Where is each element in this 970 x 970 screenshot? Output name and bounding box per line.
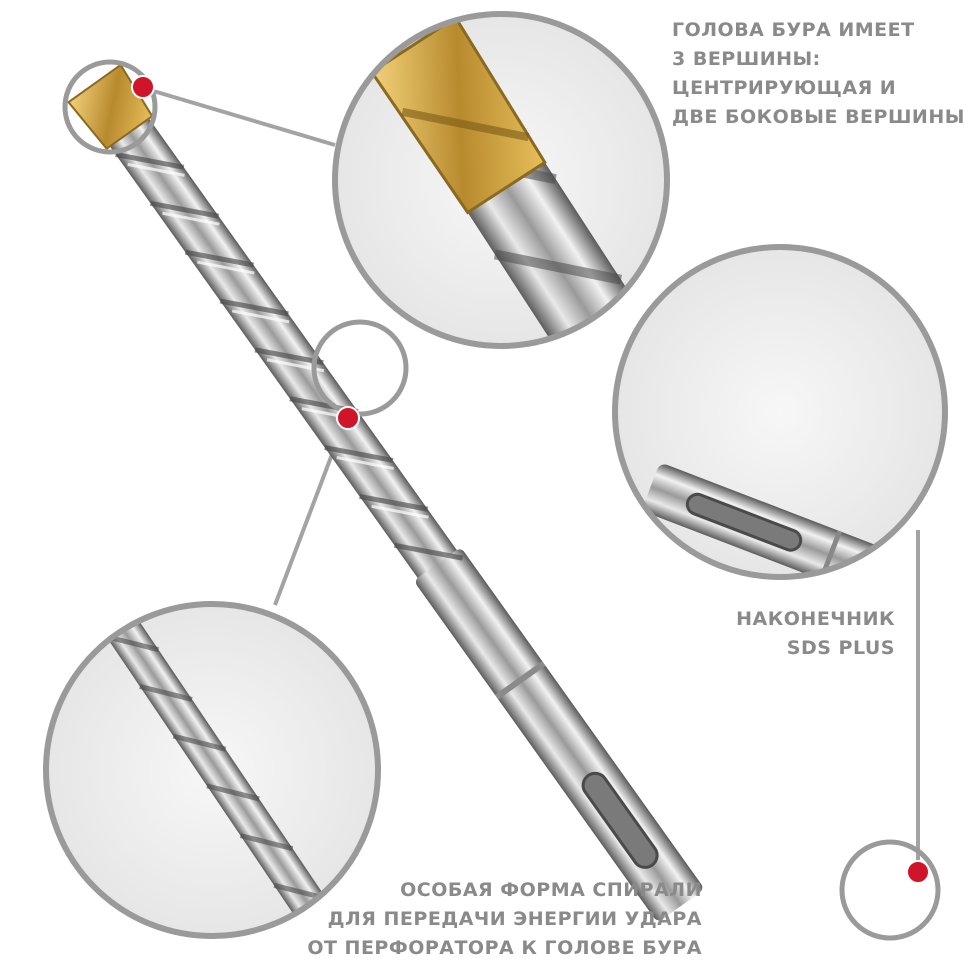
caption-line: ОСОБАЯ ФОРМА СПИРАЛИ [400, 879, 702, 901]
caption-line: ДЛЯ ПЕРЕДАЧИ ЭНЕРГИИ УДАРА [327, 908, 702, 930]
sds-slot [581, 771, 659, 869]
caption-line: SDS PLUS [786, 637, 895, 659]
caption-line: ДВЕ БОКОВЫЕ ВЕРШИНЫ [672, 106, 965, 128]
helix-grooves [115, 152, 464, 561]
caption-line: ЦЕНТРИРУЮЩАЯ И [672, 77, 897, 99]
lens-spiral [43, 601, 381, 939]
caption-line: ГОЛОВА БУРА ИМЕЕТ [672, 19, 915, 41]
red-markers [131, 75, 930, 884]
drill-flute-body [108, 114, 465, 591]
marker-rings [62, 59, 941, 941]
caption-spiral: ОСОБАЯ ФОРМА СПИРАЛИ ДЛЯ ПЕРЕДАЧИ ЭНЕРГИ… [290, 876, 702, 963]
caption-sds-shank: НАКОНЕЧНИК SDS PLUS [735, 605, 895, 663]
caption-line: НАКОНЕЧНИК [736, 608, 895, 630]
caption-line: 3 ВЕРШИНЫ: [672, 48, 821, 70]
drill-bit [67, 63, 703, 921]
lens-sds-shank [612, 244, 948, 580]
lens-drill-head [332, 11, 670, 349]
caption-drill-head: ГОЛОВА БУРА ИМЕЕТ 3 ВЕРШИНЫ: ЦЕНТРИРУЮЩА… [672, 16, 965, 132]
drill-shank [415, 549, 703, 921]
caption-line: ОТ ПЕРФОРАТОРА К ГОЛОВЕ БУРА [307, 937, 702, 959]
